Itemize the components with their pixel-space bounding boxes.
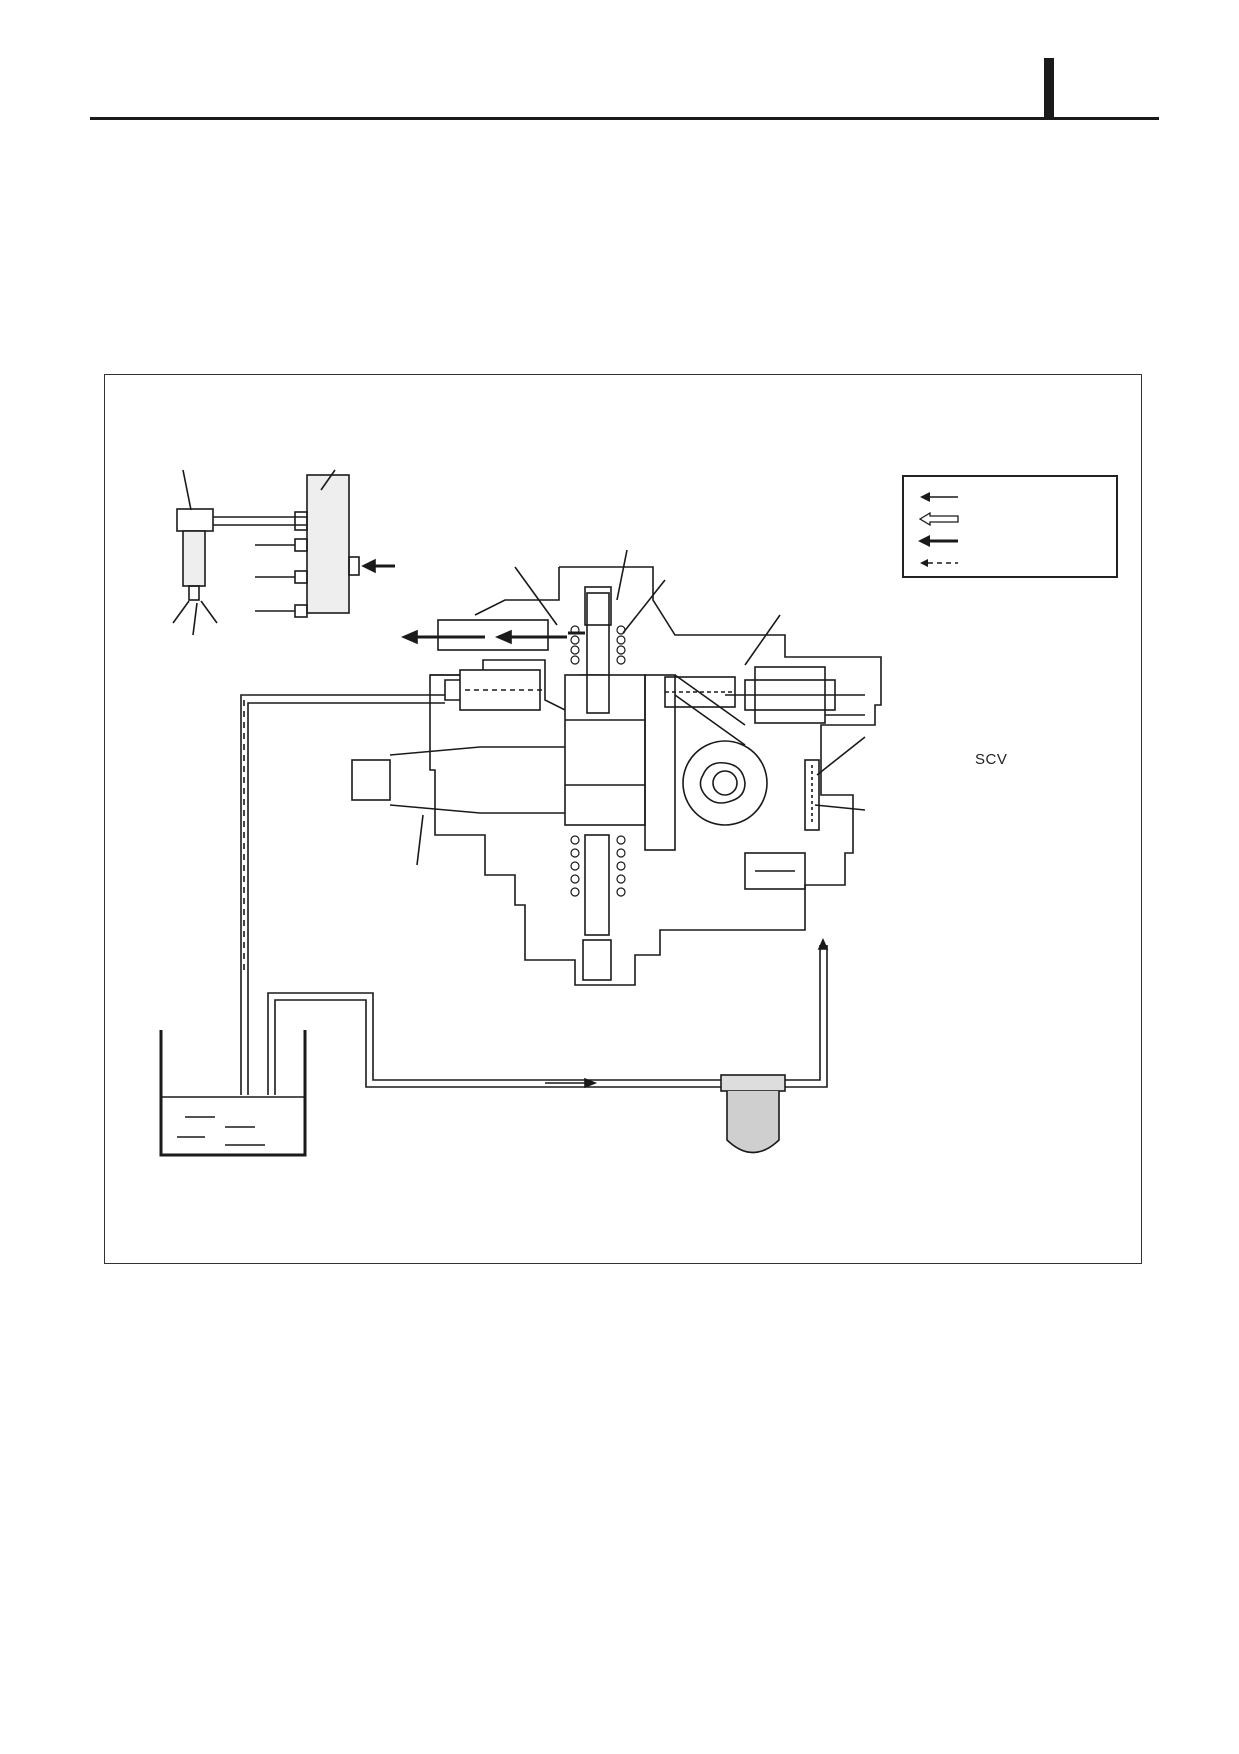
scv-solenoid: [664, 614, 865, 724]
supply-line: [267, 938, 829, 1095]
legend-thin-arrow: [912, 489, 972, 505]
pump-body: [429, 566, 882, 986]
return-line: [240, 694, 445, 1095]
plunger-springs: [570, 625, 626, 897]
legend-dashed-arrow: [912, 555, 972, 571]
delivery-outlet: [400, 549, 666, 651]
legend-hollow-arrow: [912, 511, 972, 527]
fuel-filter: [720, 1074, 786, 1154]
header-section-mark: [1044, 58, 1054, 118]
fuel-system-diagram: [159, 469, 882, 1157]
flow-legend: [902, 475, 1118, 578]
header-rule: [90, 117, 1159, 120]
scv-label: SCV: [975, 751, 1008, 768]
legend-bold-arrow: [912, 533, 972, 549]
feed-pump-rotor: [682, 740, 768, 826]
injector-assembly: [172, 469, 395, 636]
pump-diagram-figure: SCV: [104, 374, 1142, 1264]
timer-piston: [444, 669, 545, 711]
drive-shaft: [351, 746, 565, 866]
regulating-valve: [744, 736, 866, 890]
fuel-tank: [159, 1030, 307, 1157]
